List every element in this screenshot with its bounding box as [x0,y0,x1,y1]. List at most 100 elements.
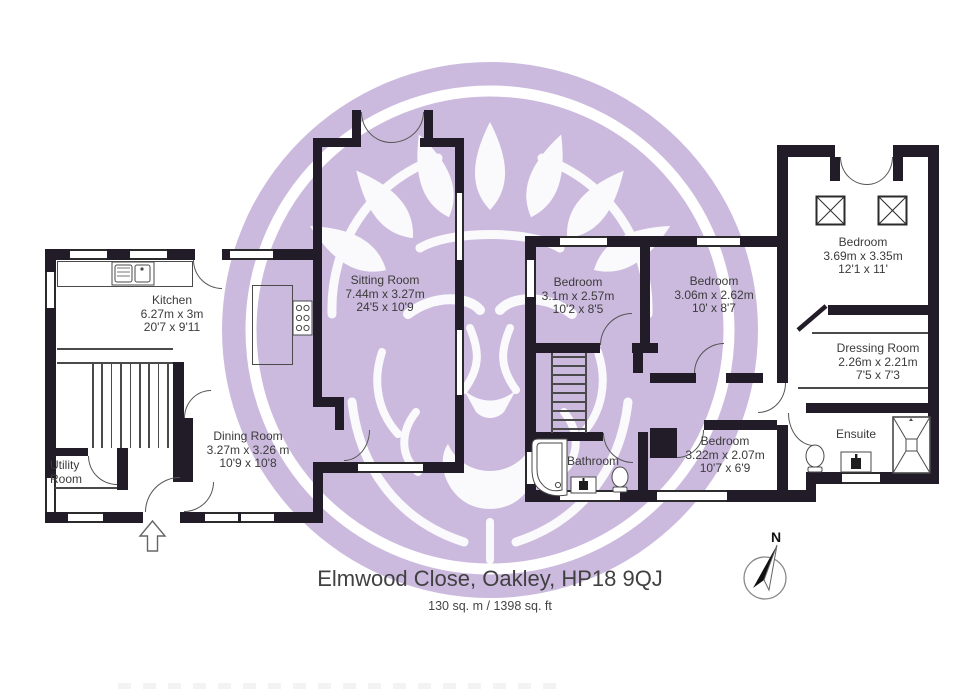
wall-segment [650,373,696,383]
room-label-bathroom: Bathroom [567,454,619,469]
wall-segment [777,425,788,502]
room-size-imperial: 7'5 x 7'3 [856,368,900,382]
window [45,272,56,308]
wall-segment [46,448,88,456]
wall-segment [117,448,128,490]
room-name: Bedroom [700,434,750,448]
thin-line [167,364,169,448]
room-label-bedroom-1: Bedroom 3.1m x 2.57m 10'2 x 8'5 [541,275,615,317]
compass-icon: N [743,529,787,600]
window [68,512,103,523]
plan-title: Elmwood Close, Oakley, HP18 9QJ [317,566,663,591]
hob-icon [292,300,313,336]
room-size-metric: 3.1m x 2.57m [541,288,615,303]
room-label-dining-room: Dining Room 3.27m x 3.26 m 10'9 x 10'8 [206,429,290,471]
window [657,490,727,502]
wall-segment [638,432,648,502]
window [45,478,56,512]
wall-segment [335,397,344,430]
wall-segment [313,397,344,407]
window [560,236,607,247]
thin-line [552,383,585,385]
room-label-bedroom-4: Bedroom 3.22m x 2.07m 10'7 x 6'9 [685,434,764,476]
wall-segment [173,418,193,482]
room-size-imperial: 12'1 x 11' [838,262,888,276]
wall-segment [45,249,195,260]
wall-segment [633,343,643,373]
toilet-icon [611,466,629,493]
wall-segment [525,432,603,441]
window [130,249,167,260]
window [525,260,536,297]
room-size-imperial: 10'9 x 10'8 [219,456,277,470]
room-name: Bedroom [838,235,888,249]
thin-line [57,348,173,350]
thin-line [798,387,928,389]
room-label-bedroom-3: Bedroom 3.69m x 3.35m 12'1 x 11' [823,235,903,277]
wall-segment [828,305,928,315]
wall-segment [777,145,788,236]
room-size-imperial: 10'7 x 6'9 [699,461,751,475]
room-label-kitchen: Kitchen 6.27m x 3m 20'7 x 9'11 [140,293,204,335]
wall-segment [313,138,361,147]
thin-line [120,364,122,448]
thin-line [552,374,585,376]
thin-line [552,401,585,403]
folding-door-icon [796,304,828,332]
wall-segment [313,462,323,523]
entrance-arrow-icon [138,519,167,552]
room-size-metric: 3.27m x 3.26 m [206,442,290,457]
wall-segment [45,249,56,523]
thin-line [552,428,585,430]
thin-line [148,364,150,448]
wall-segment [893,157,903,181]
window [358,462,423,473]
thin-line [552,392,585,394]
skylight-icon [815,195,846,226]
room-label-ensuite: Ensuite [836,427,876,442]
thin-line [129,364,132,448]
wall-segment [45,512,322,523]
wall-segment [806,472,816,502]
wall-segment [830,157,840,181]
wall-segment [525,343,600,353]
room-size-metric: 6.27m x 3m [140,306,204,321]
wall-segment [726,373,763,383]
wall-segment [640,247,650,343]
wash-basin-icon [840,451,872,473]
window [455,193,464,260]
wall-segment [173,362,184,418]
room-label-dressing-room: Dressing Room 2.26m x 2.21m 7'5 x 7'3 [836,341,920,383]
room-name: Bedroom [689,274,739,288]
wall-segment [424,110,433,147]
thin-line [585,353,587,433]
thin-line [55,487,117,489]
room-name: Bedroom [553,275,603,289]
window [697,236,740,247]
kitchen-sink-icon [111,261,155,286]
thin-line [101,364,103,448]
bath-icon [531,438,568,497]
thin-line [552,410,585,412]
window [241,512,274,523]
room-label-sitting-room: Sitting Room 7.44m x 3.27m 24'5 x 10'9 [345,273,425,315]
thin-line [552,419,585,421]
room-size-metric: 7.44m x 3.27m [345,286,425,301]
thin-line [92,364,94,448]
room-size-imperial: 10'2 x 8'5 [552,302,604,316]
room-name: Utility Room [50,458,83,486]
wall-segment [420,138,464,147]
wall-segment [632,343,658,353]
room-size-metric: 3.06m x 2.62m [674,287,754,302]
room-size-metric: 3.69m x 3.35m [823,248,903,263]
window [842,472,880,484]
thin-line [57,362,173,364]
room-name: Sitting Room [350,273,420,287]
room-name: Dressing Room [836,341,920,355]
shower-icon [892,416,931,474]
window [70,249,107,260]
wall-segment [893,145,939,157]
wall-segment [928,145,939,484]
thin-line [157,364,160,448]
